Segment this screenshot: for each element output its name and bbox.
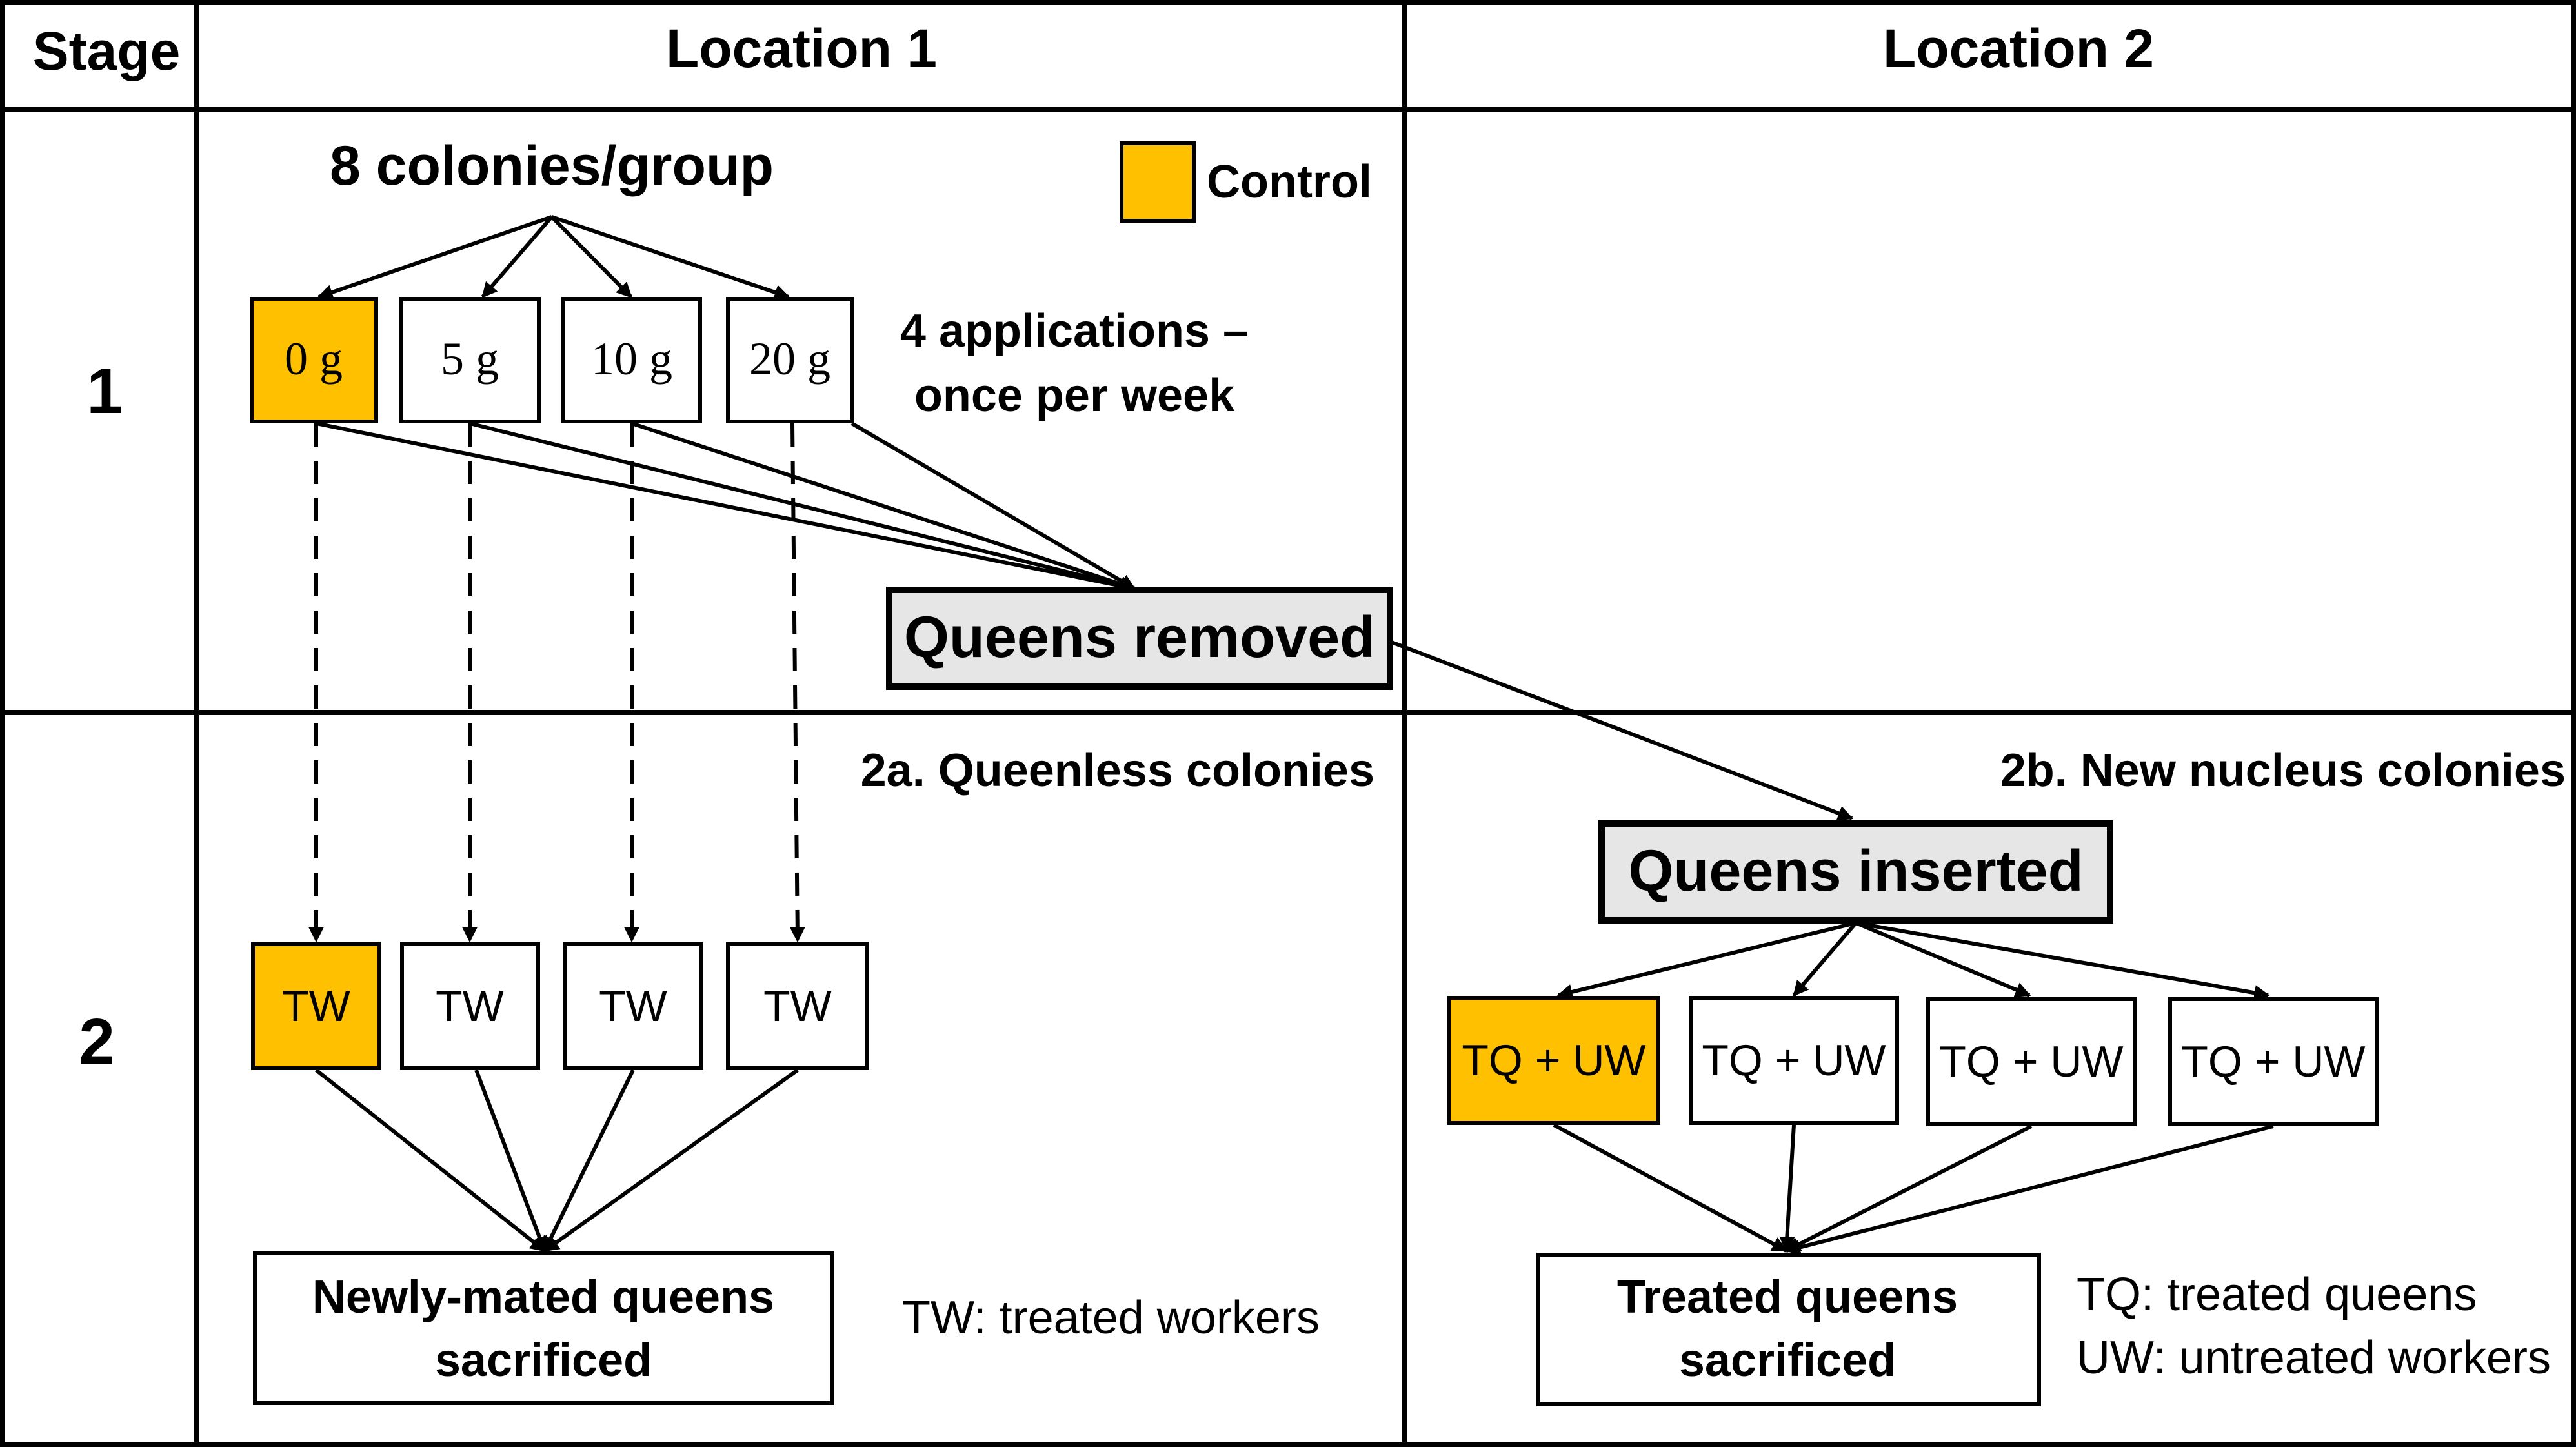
tq-uw-box-4: TQ + UW xyxy=(2168,997,2379,1126)
stage-2a-title: 2a. Queenless colonies xyxy=(861,745,1374,796)
uw-note: UW: untreated workers xyxy=(2077,1332,2551,1384)
tq-uw-label: TQ + UW xyxy=(1462,1036,1645,1085)
queens-removed-label: Queens removed xyxy=(904,605,1375,670)
applications-text-line1: 4 applications – xyxy=(900,305,1249,357)
dashed-transfer-arrows xyxy=(308,423,805,943)
dose-label: 0 g xyxy=(285,333,343,385)
tw-note: TW: treated workers xyxy=(902,1292,1320,1344)
treated-queens-line2: sacrificed xyxy=(1679,1335,1896,1386)
tq-uw-box-3: TQ + UW xyxy=(1926,997,2137,1126)
tq-uw-label: TQ + UW xyxy=(1702,1036,1886,1085)
legend-control-swatch xyxy=(1120,141,1196,223)
dose-label: 20 g xyxy=(749,333,830,385)
newly-mated-line1: Newly-mated queens xyxy=(312,1271,774,1323)
tq-uw-label: TQ + UW xyxy=(2181,1037,2365,1086)
tq-note: TQ: treated queens xyxy=(2077,1269,2477,1321)
queens-transfer-arrow xyxy=(1389,640,1854,821)
header-location-2: Location 2 xyxy=(1883,18,2154,79)
colonies-fanout-arrows xyxy=(317,215,790,300)
dose-box-20g: 20 g xyxy=(726,297,854,423)
treated-queens-line1: Treated queens xyxy=(1617,1271,1958,1323)
queens-inserted-fanout-arrows xyxy=(1556,921,2270,1001)
tw-box-control: TW xyxy=(251,942,381,1070)
stage-1-label: 1 xyxy=(86,355,123,427)
colonies-per-group-label: 8 colonies/group xyxy=(330,135,774,197)
queens-removed-box: Queens removed xyxy=(886,587,1393,690)
header-stage: Stage xyxy=(33,21,181,81)
tw-label: TW xyxy=(599,982,667,1031)
dose-box-0g: 0 g xyxy=(250,297,378,423)
tq-uw-box-control: TQ + UW xyxy=(1447,996,1660,1125)
stage-2-label: 2 xyxy=(79,1006,115,1078)
dose-box-10g: 10 g xyxy=(561,297,702,423)
queens-removed-arrows xyxy=(316,421,1136,594)
tq-uw-box-2: TQ + UW xyxy=(1689,996,1899,1125)
tw-label: TW xyxy=(282,982,350,1031)
sacrifice-arrows-2a xyxy=(315,1068,799,1253)
dose-label: 5 g xyxy=(441,333,499,385)
queens-inserted-label: Queens inserted xyxy=(1628,839,2083,904)
newly-mated-queens-box: Newly-mated queens sacrificed xyxy=(253,1251,834,1405)
tq-uw-label: TQ + UW xyxy=(1939,1037,2123,1086)
tw-box-20g: TW xyxy=(726,942,869,1070)
tw-label: TW xyxy=(436,982,504,1031)
sacrifice-arrows-2b xyxy=(1553,1123,2274,1255)
legend-control-label: Control xyxy=(1207,156,1372,208)
newly-mated-line2: sacrificed xyxy=(435,1335,652,1386)
tw-box-10g: TW xyxy=(563,942,703,1070)
queens-inserted-box: Queens inserted xyxy=(1598,820,2113,924)
dose-label: 10 g xyxy=(591,333,672,385)
tw-box-5g: TW xyxy=(400,942,540,1070)
header-location-1: Location 1 xyxy=(666,18,937,79)
stage-2b-title: 2b. New nucleus colonies xyxy=(2000,745,2566,796)
applications-text-line2: once per week xyxy=(914,370,1235,421)
tw-label: TW xyxy=(763,982,832,1031)
legend: Control xyxy=(1120,141,1372,223)
treated-queens-box: Treated queens sacrificed xyxy=(1536,1253,2041,1406)
dose-box-5g: 5 g xyxy=(399,297,541,423)
